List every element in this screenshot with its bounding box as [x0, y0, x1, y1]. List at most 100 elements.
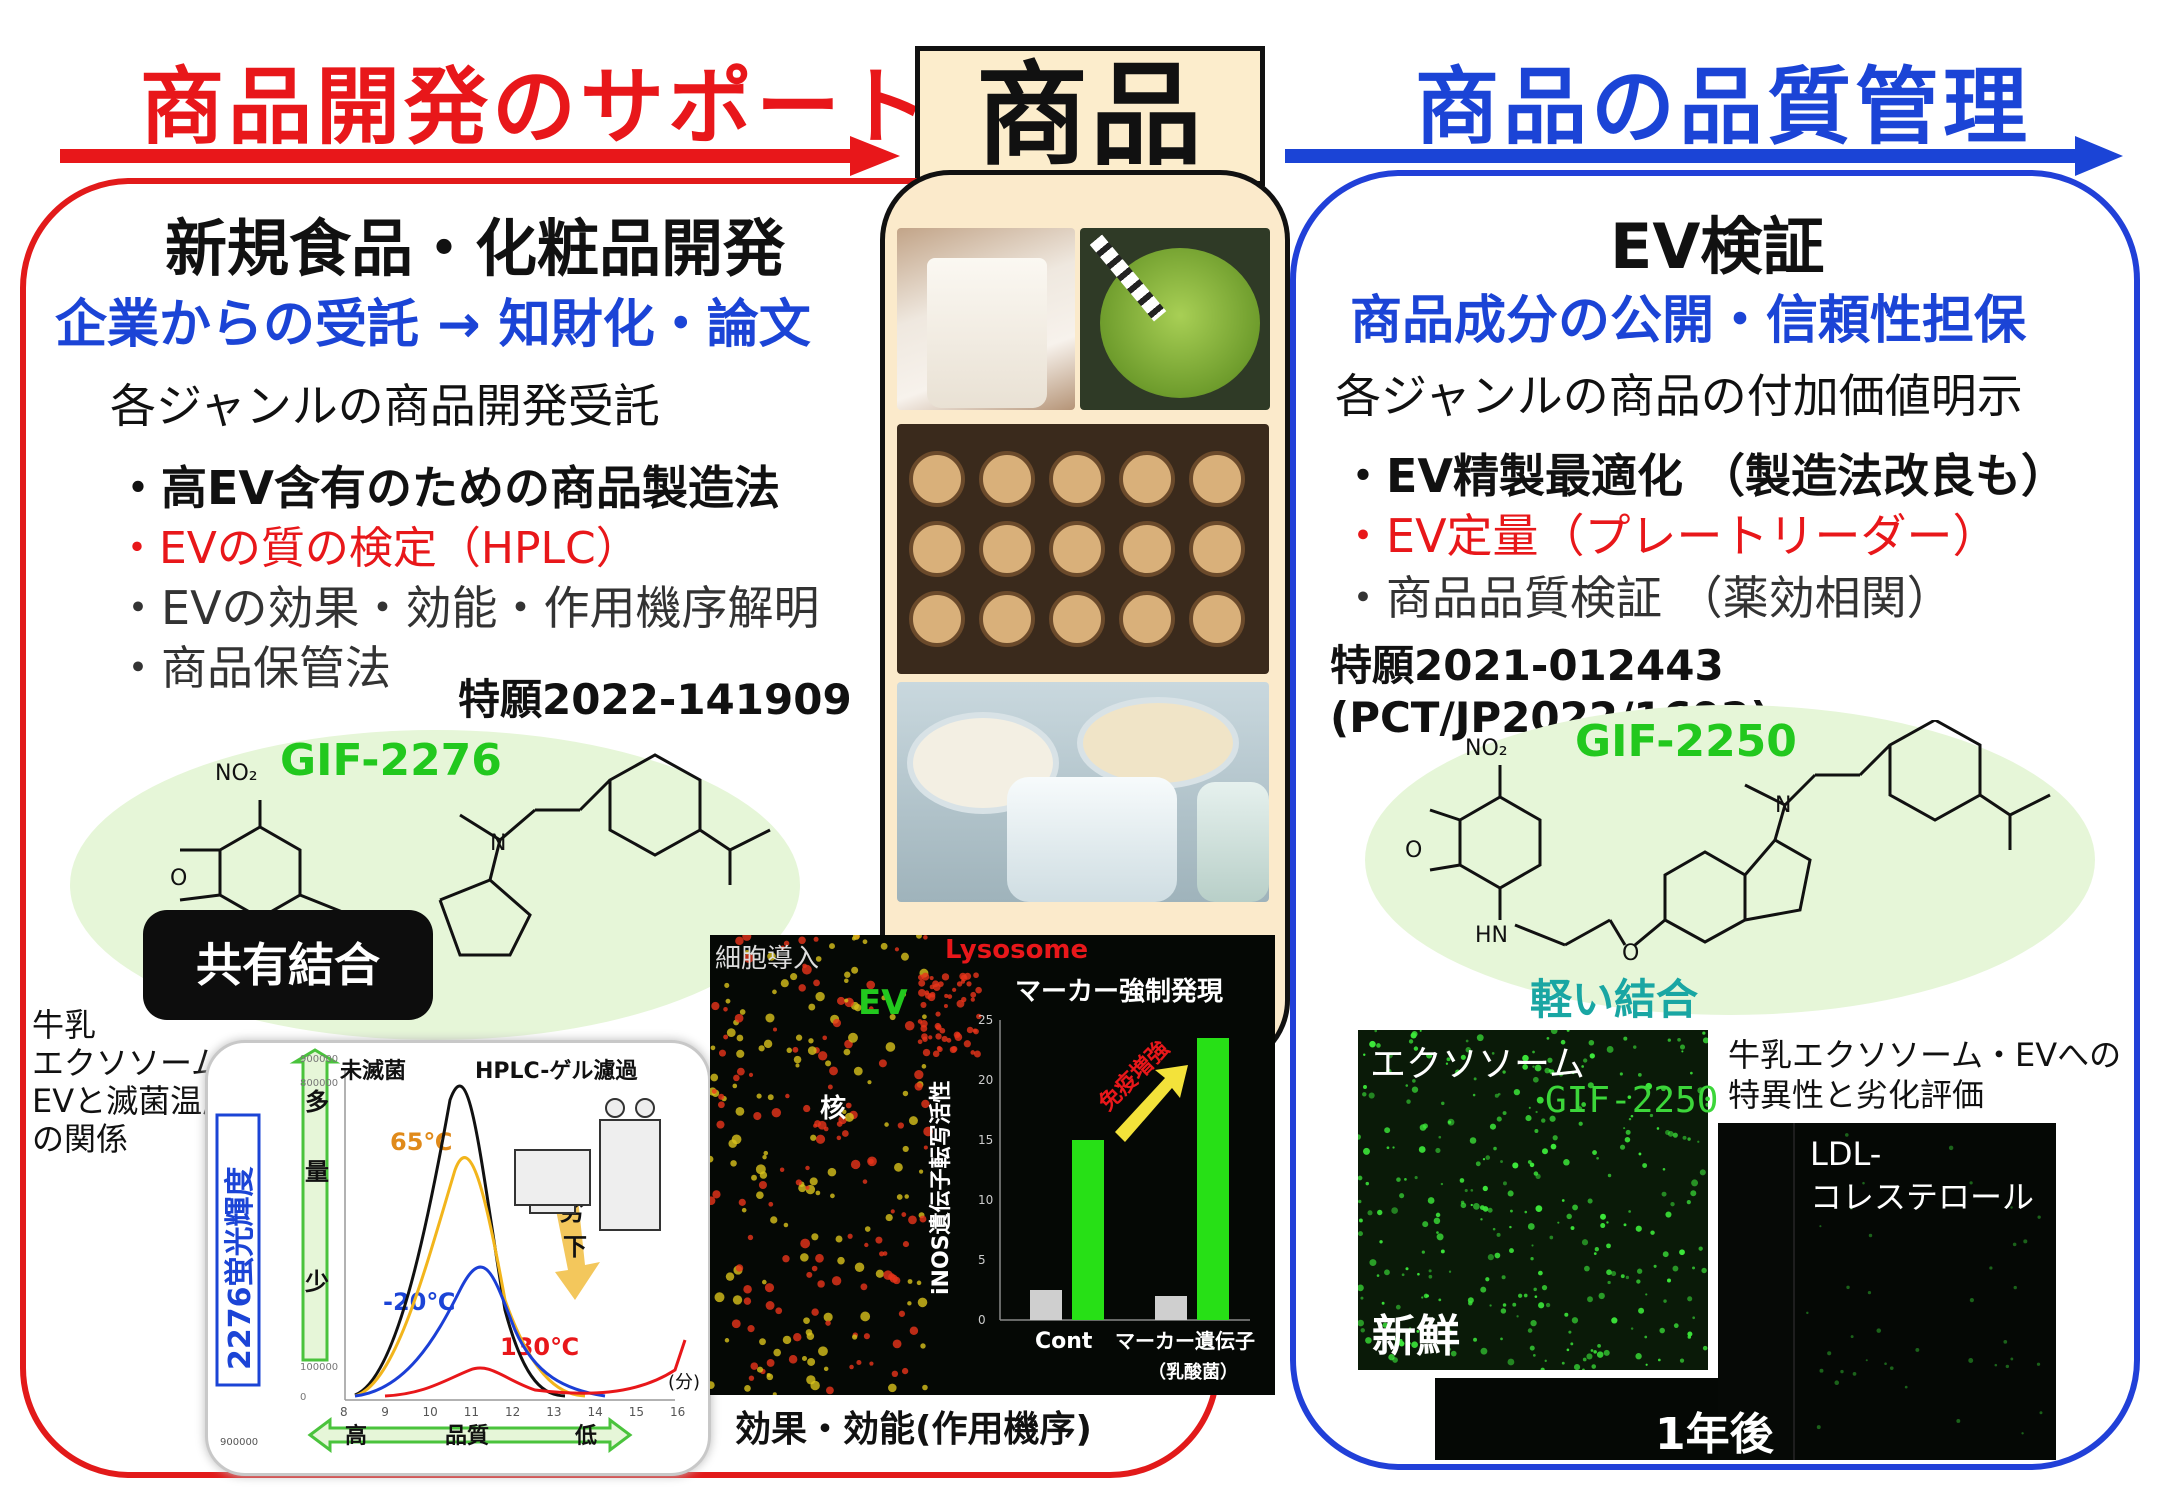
micro-dot — [815, 1190, 821, 1196]
fresh-dot — [1428, 1269, 1432, 1273]
ldl-dot — [1827, 1351, 1832, 1356]
micro-dot — [732, 1295, 743, 1305]
fresh-dot — [1436, 1233, 1444, 1241]
fresh-dot — [1583, 1058, 1588, 1063]
micro-dot — [963, 1040, 971, 1048]
fresh-dot — [1692, 1266, 1696, 1270]
right-subheading: 商品成分の公開・信頼性担保 — [1350, 291, 2027, 351]
fresh-dot — [1470, 1203, 1473, 1207]
micro-dot — [795, 1063, 800, 1068]
gif2276-label: GIF-2276 — [280, 735, 502, 786]
fresh-dot — [1485, 1155, 1491, 1160]
fresh-dot — [1627, 1095, 1632, 1099]
fresh-dot — [1606, 1221, 1609, 1224]
fresh-dot — [1357, 1175, 1363, 1181]
fresh-dot — [1541, 1148, 1548, 1155]
micro-dot — [888, 1383, 897, 1393]
hplc-xtick: 13 — [546, 1405, 561, 1419]
fresh-dot — [1699, 1169, 1706, 1176]
ldl-dot — [1868, 1233, 1873, 1238]
ldl-dot — [2036, 1362, 2041, 1366]
fresh-dot — [1392, 1146, 1395, 1149]
fresh-dot — [1376, 1274, 1380, 1277]
micro-dot — [908, 1215, 917, 1225]
bar-cat-2: （乳酸菌） — [1148, 1361, 1238, 1383]
micro-dot — [775, 1307, 783, 1315]
micro-dot — [793, 1055, 802, 1064]
micro-dot — [914, 1082, 923, 1091]
ldl-dot — [1876, 1328, 1882, 1333]
fresh-dot — [1532, 1065, 1535, 1068]
micro-label-ev: EV — [858, 983, 908, 1023]
fresh-dot — [1408, 1327, 1412, 1331]
fresh-dot — [1587, 1296, 1593, 1303]
micro-dot — [960, 979, 966, 984]
fresh-dot — [1561, 1199, 1565, 1202]
micro-dot — [918, 1169, 924, 1174]
fresh-dot — [1487, 1207, 1493, 1213]
fresh-dot — [1496, 1116, 1502, 1122]
fresh-dot — [1448, 1347, 1452, 1351]
n-amine-atom: N — [1775, 793, 1791, 818]
micro-dot — [841, 1130, 849, 1137]
micro-dot — [952, 987, 957, 992]
micro-dot — [847, 1233, 853, 1239]
hplc-title: HPLC-ゲル濾過 — [475, 1058, 638, 1084]
fresh-dot — [1450, 1350, 1457, 1357]
micro-dot — [811, 1308, 819, 1316]
fresh-dot — [1581, 1065, 1584, 1068]
hplc-xtick: 12 — [505, 1405, 520, 1419]
fresh-dot — [1405, 1084, 1409, 1087]
micro-dot — [866, 980, 876, 990]
micro-dot — [937, 1046, 943, 1053]
micro-dot — [907, 1279, 913, 1284]
micro-dot — [759, 1338, 766, 1346]
micro-dot — [917, 1297, 928, 1308]
fresh-dot — [1460, 1200, 1465, 1205]
micro-dot — [768, 1201, 774, 1207]
ldl-dot — [1867, 1290, 1872, 1295]
fresh-dot — [1656, 1127, 1660, 1130]
micro-dot — [747, 1325, 755, 1333]
fresh-dot — [1630, 1114, 1634, 1118]
micro-dot — [762, 1279, 767, 1285]
micro-dot — [932, 1050, 940, 1058]
micro-dot — [763, 1150, 769, 1156]
fresh-dot — [1533, 1171, 1539, 1176]
right-patent: 特願2021-012443 (PCT/JP2022/1692) — [1330, 641, 1770, 742]
fresh-dot — [1607, 1173, 1612, 1178]
micro-dot — [922, 1384, 928, 1391]
micro-dot — [790, 973, 798, 981]
fresh-dot — [1620, 1274, 1625, 1279]
micro-dot — [966, 981, 972, 987]
fresh-dot — [1570, 1226, 1575, 1230]
micro-dot — [885, 1213, 893, 1222]
micro-dot — [902, 1145, 909, 1153]
fresh-dot — [1362, 1092, 1367, 1097]
ldl-dot — [2013, 1285, 2017, 1290]
fresh-dot — [1571, 1071, 1575, 1075]
left-patent: 特願2022-141909 — [458, 675, 852, 724]
ldl-dot — [1819, 1225, 1822, 1228]
micro-dot — [825, 1320, 831, 1326]
micro-dot — [815, 991, 825, 1002]
fresh-dot — [1650, 1230, 1655, 1235]
ldl-label: LDL- — [1810, 1135, 1882, 1173]
micro-dot — [766, 1373, 774, 1381]
fresh-dot — [1661, 1191, 1667, 1197]
micro-dot — [923, 1126, 933, 1137]
fresh-dot — [1535, 1110, 1538, 1114]
fresh-dot — [1566, 1213, 1572, 1220]
micro-dot — [853, 1066, 863, 1076]
micro-dot — [970, 1050, 976, 1055]
micro-dot — [844, 978, 849, 984]
bar-ytick: 20 — [978, 1073, 993, 1087]
ldl-dot — [1884, 1362, 1887, 1366]
fresh-dot — [1368, 1092, 1375, 1099]
ldl-dot — [1865, 1359, 1868, 1362]
fresh-dot — [1530, 1319, 1537, 1327]
fresh-dot — [1516, 1315, 1519, 1318]
micro-dot — [807, 1046, 817, 1055]
hplc-xtick: 9 — [381, 1405, 389, 1419]
micro-dot — [748, 1375, 755, 1381]
